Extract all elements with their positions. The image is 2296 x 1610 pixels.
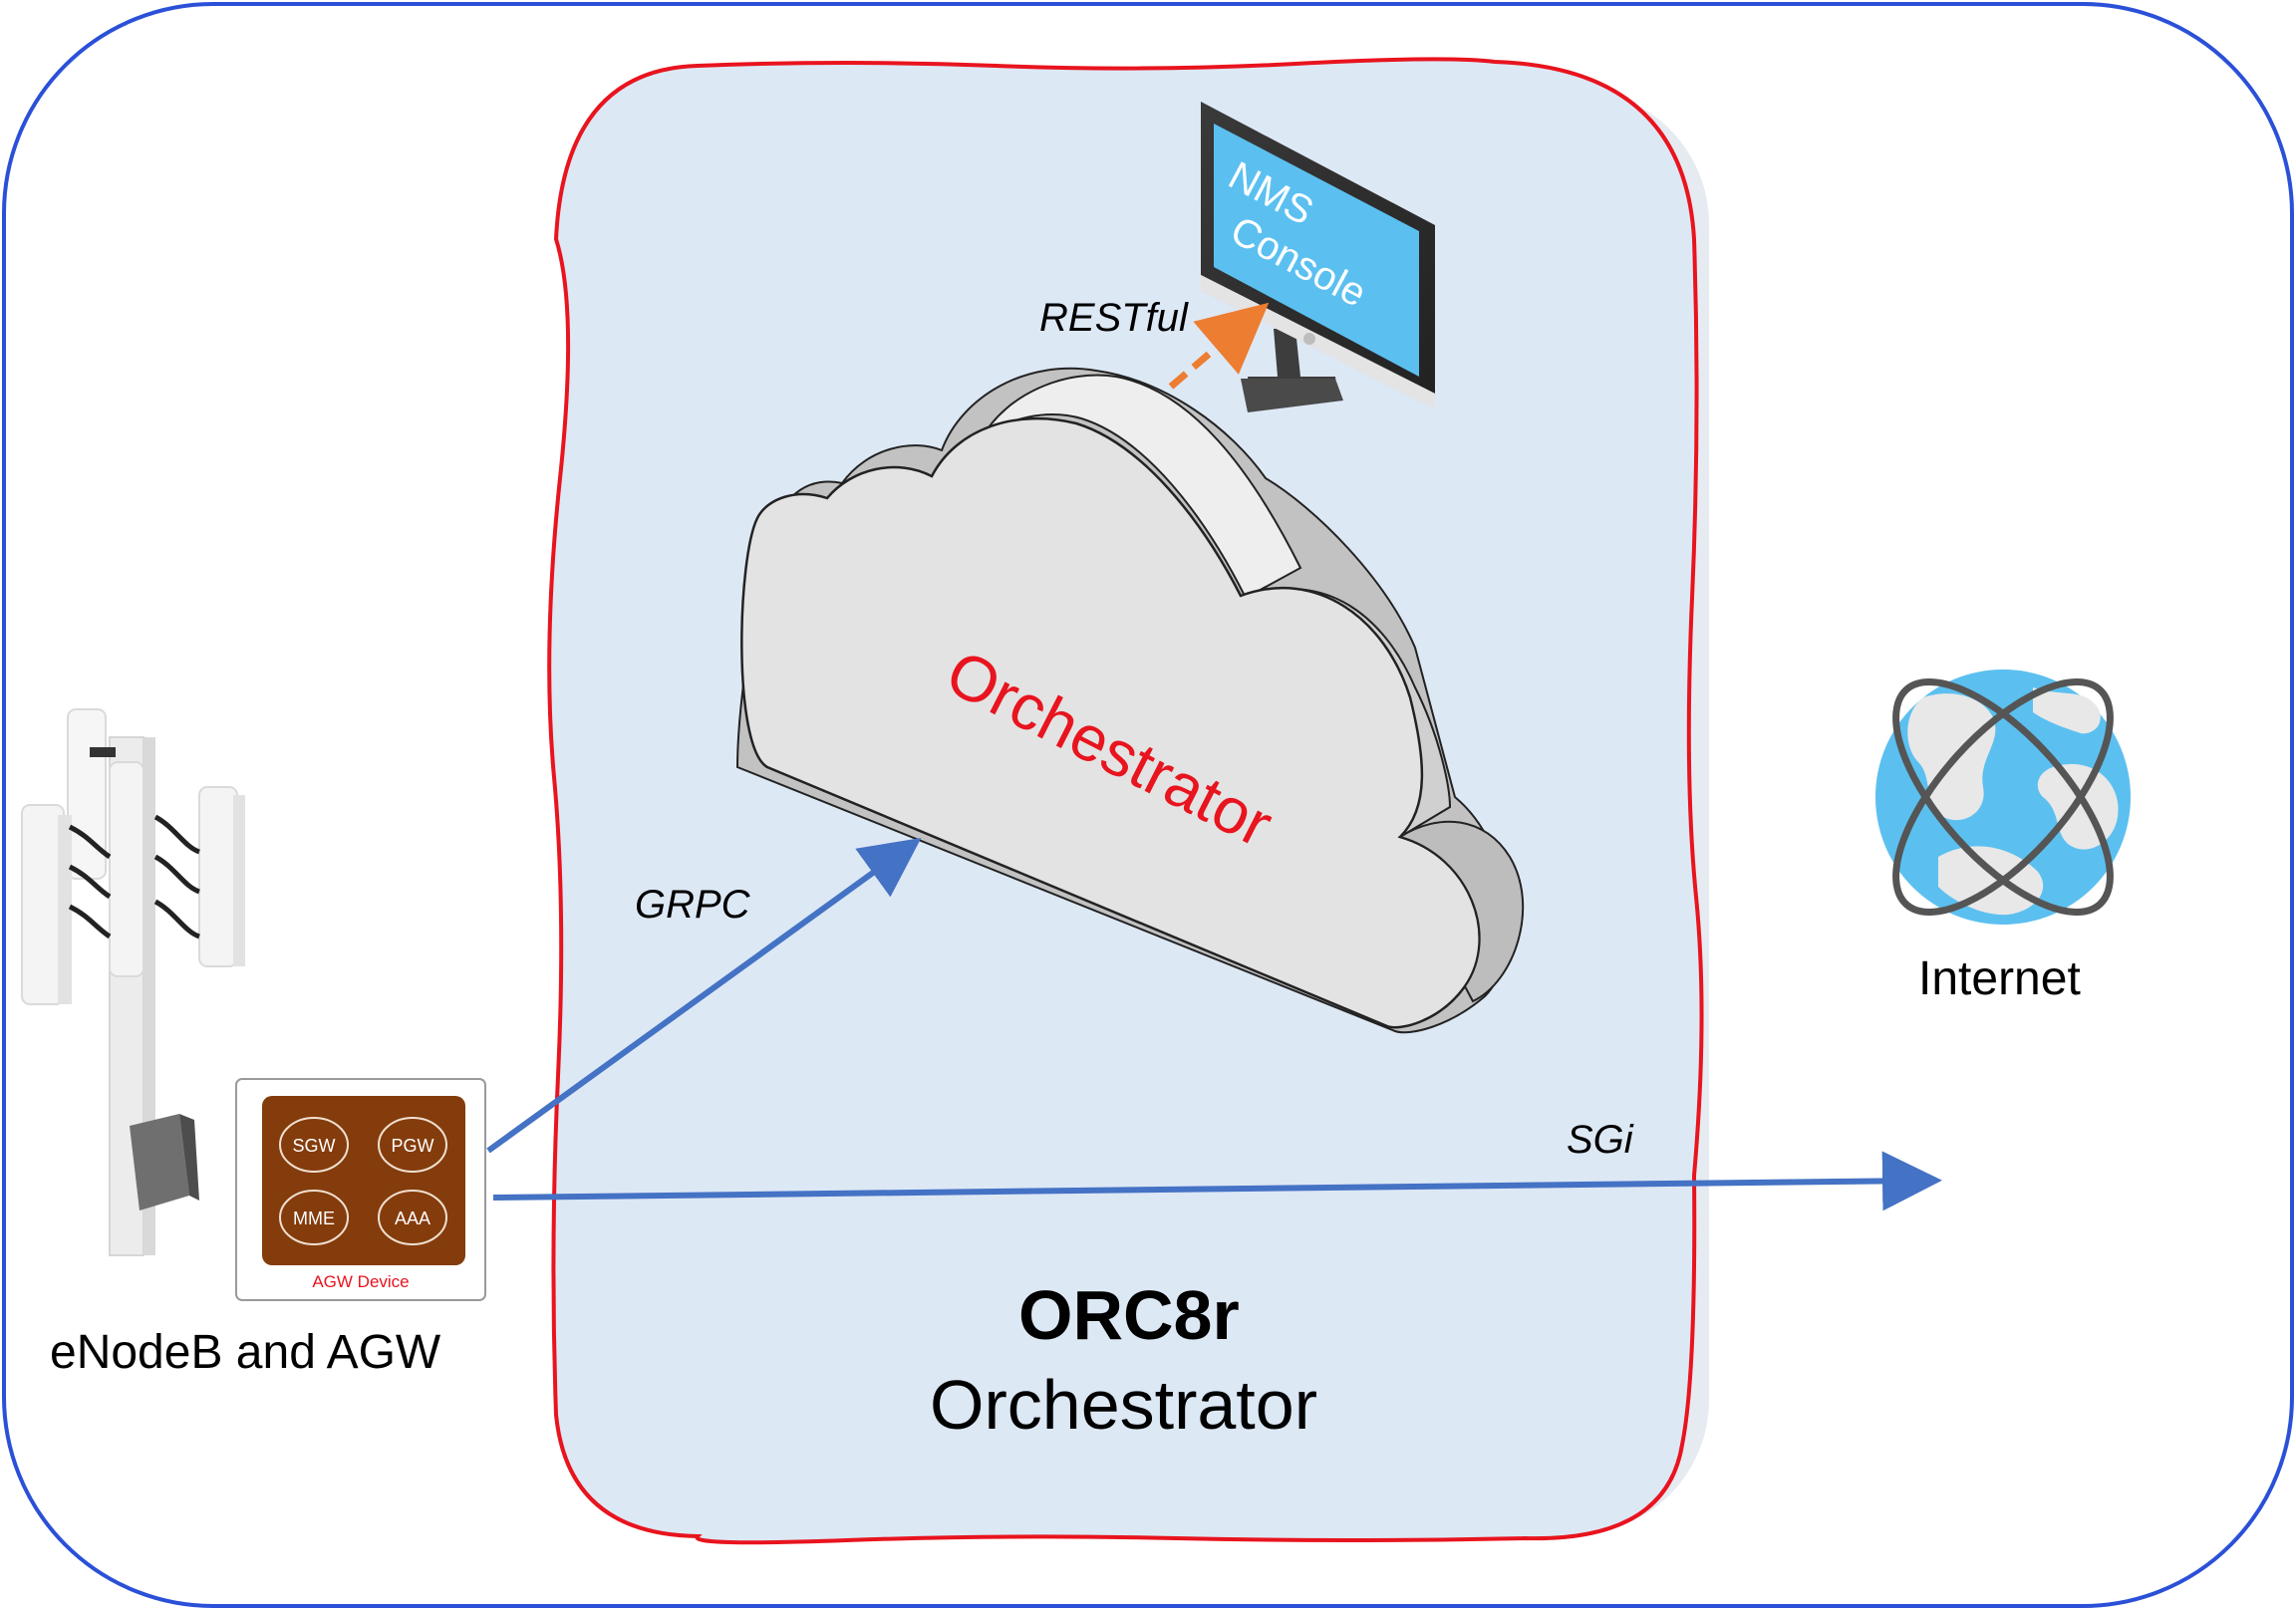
internet-label: Internet: [1918, 952, 2081, 1005]
sgi-arrow: [492, 1151, 1942, 1211]
agw-component-pgw: PGW: [392, 1136, 434, 1156]
internet-globe-icon: [1875, 670, 2131, 925]
restful-arrow: [1168, 302, 1270, 390]
restful-label: RESTful: [1039, 296, 1188, 340]
agw-component-mme: MME: [293, 1208, 335, 1228]
orchestrator-cloud-icon: [735, 367, 1525, 1034]
cell-tower-icon: [21, 708, 245, 1256]
agw-device-caption: AGW Device: [312, 1272, 409, 1291]
agw-component-aaa: AAA: [395, 1208, 430, 1228]
grpc-arrow: [486, 837, 922, 1154]
agw-component-sgw: SGW: [293, 1136, 336, 1156]
enodeb-agw-label: eNodeB and AGW: [50, 1326, 441, 1379]
agw-device-icon: [235, 1078, 486, 1301]
orc8r-subtitle: Orchestrator: [930, 1366, 1317, 1444]
orc8r-title: ORC8r: [1018, 1276, 1240, 1354]
grpc-label: GRPC: [635, 883, 750, 927]
sgi-label: SGi: [1567, 1118, 1633, 1162]
